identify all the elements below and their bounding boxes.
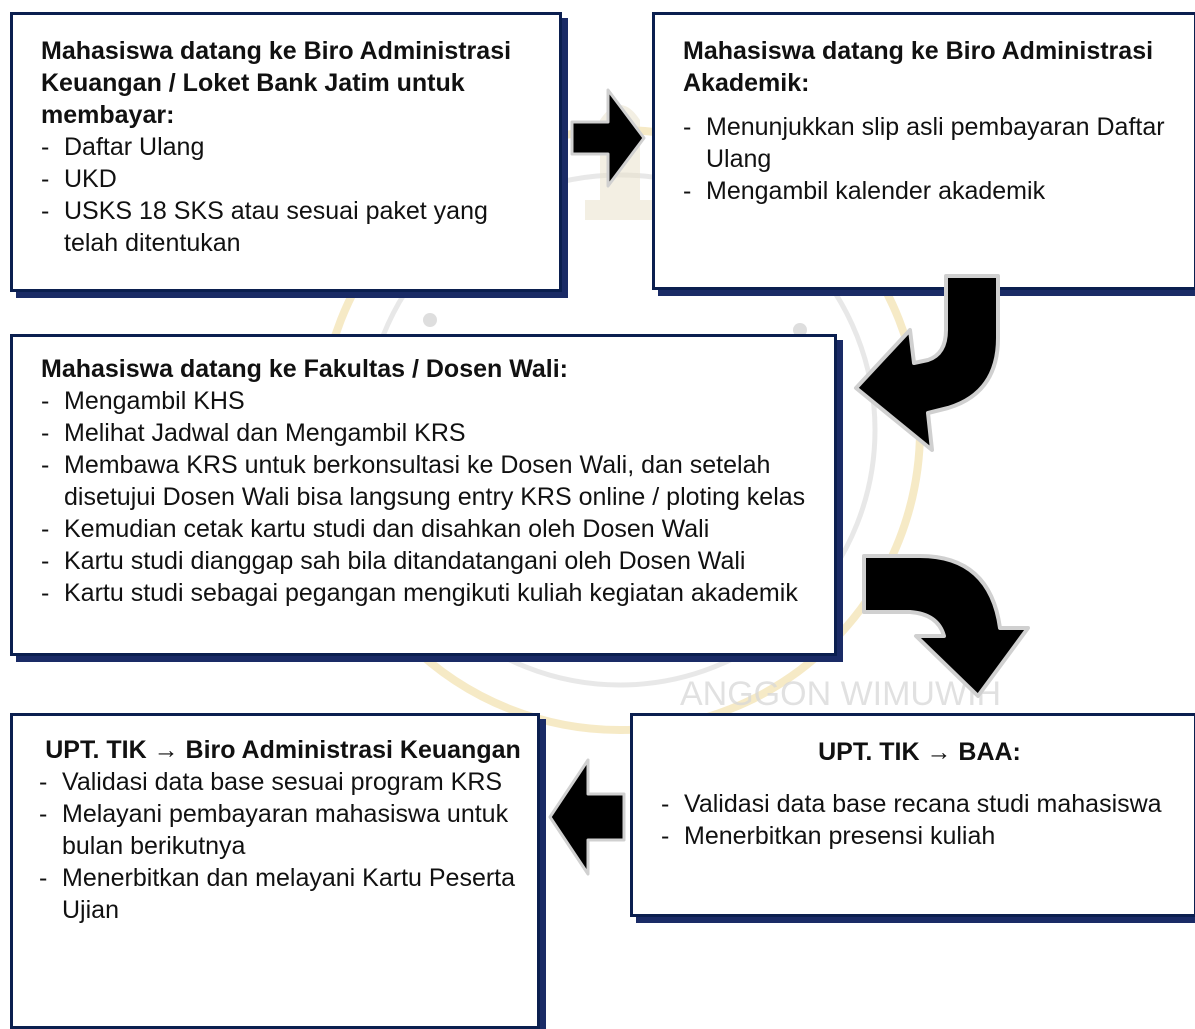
list-item: USKS 18 SKS atau sesuai paket yang telah… (41, 195, 543, 259)
step-list: Daftar Ulang UKD USKS 18 SKS atau sesuai… (41, 131, 543, 259)
step-list: Validasi data base recana studi mahasisw… (661, 788, 1178, 852)
list-item: Kemudian cetak kartu studi dan disahkan … (41, 513, 818, 545)
arrow-left-icon (548, 758, 626, 876)
step-title: UPT. TIK → BAA: (818, 738, 1021, 766)
list-item: Melayani pembayaran mahasiswa untuk bula… (39, 798, 527, 862)
step-box-payment: Mahasiswa datang ke Biro Administrasi Ke… (10, 12, 562, 292)
step-title: UPT. TIK → Biro Administrasi Keuangan (45, 736, 521, 764)
list-item: Mengambil KHS (41, 385, 818, 417)
step-box-upt-tik-baa: UPT. TIK → BAA: Validasi data base recan… (630, 713, 1195, 917)
step-title: Mahasiswa datang ke Fakultas / Dosen Wal… (41, 355, 569, 383)
list-item: UKD (41, 163, 543, 195)
curved-arrow-down-left-icon (854, 274, 1000, 452)
step-box-faculty: Mahasiswa datang ke Fakultas / Dosen Wal… (10, 334, 837, 656)
step-title: Mahasiswa datang ke Biro Administrasi Ke… (41, 37, 512, 129)
step-box-academic-bureau: Mahasiswa datang ke Biro Administrasi Ak… (652, 12, 1195, 290)
watermark-ring-text: ANGGON WIMUWIH (680, 675, 1001, 713)
list-item: Membawa KRS untuk berkonsultasi ke Dosen… (41, 449, 818, 513)
list-item: Menerbitkan dan melayani Kartu Peserta U… (39, 862, 527, 926)
list-item: Menunjukkan slip asli pembayaran Daftar … (683, 111, 1178, 175)
list-item: Kartu studi dianggap sah bila ditandatan… (41, 545, 818, 577)
list-item: Validasi data base recana studi mahasisw… (661, 788, 1178, 820)
step-box-upt-tik-finance: UPT. TIK → Biro Administrasi Keuangan Va… (10, 713, 540, 1029)
list-item: Mengambil kalender akademik (683, 175, 1178, 207)
step-list: Menunjukkan slip asli pembayaran Daftar … (683, 111, 1178, 207)
list-item: Menerbitkan presensi kuliah (661, 820, 1178, 852)
list-item: Kartu studi sebagai pegangan mengikuti k… (41, 577, 818, 609)
arrow-right-icon (570, 88, 646, 188)
list-item: Validasi data base sesuai program KRS (39, 766, 527, 798)
list-item: Melihat Jadwal dan Mengambil KRS (41, 417, 818, 449)
curved-arrow-right-down-icon (862, 554, 1030, 698)
step-list: Mengambil KHS Melihat Jadwal dan Mengamb… (41, 385, 818, 609)
list-item: Daftar Ulang (41, 131, 543, 163)
step-title: Mahasiswa datang ke Biro Administrasi Ak… (683, 37, 1154, 97)
step-list: Validasi data base sesuai program KRS Me… (39, 766, 527, 926)
